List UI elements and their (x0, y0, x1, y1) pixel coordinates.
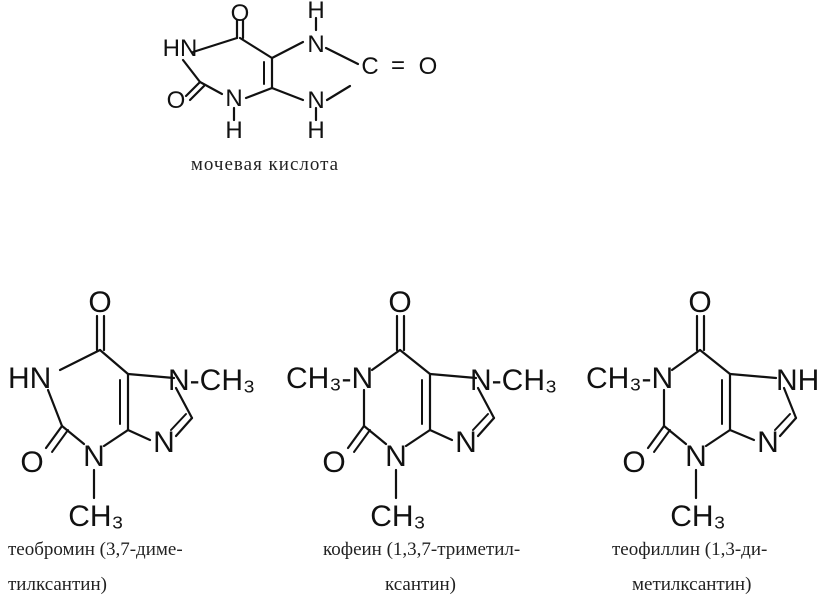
uric-n1-c6-bond (191, 36, 239, 54)
tp-caption-line1: теофиллин (1,3-ди- (612, 539, 767, 560)
cf-ch3-n1-label: CH₃-N (286, 362, 373, 395)
cf-c5-n7-bond (428, 372, 478, 380)
cf-n7-label: N-CH₃ (470, 364, 557, 397)
uric-o-right-label: O (419, 53, 438, 80)
uric-c2-o-bond-a (184, 80, 202, 98)
tp-c4-n3-bond (704, 428, 732, 448)
uric-c4-n9-bond (270, 86, 305, 102)
uric-h-top-label: H (307, 0, 324, 24)
uric-n3-c4-bond (244, 86, 274, 100)
tb-n7-c8-bond (174, 386, 194, 420)
caffeine-structure: O CH₃-N N-CH₃ O N N CH₃ кофеин (1,3,7-тр… (286, 286, 557, 595)
theobromine-structure: O HN N-CH₃ O N N CH₃ теобромин (3,7-диме… (8, 286, 255, 595)
tp-ch3-n1-label: CH₃-N (586, 362, 673, 395)
tb-c4-n3-bond (102, 428, 130, 448)
uric-c8-label: C (361, 53, 378, 80)
tp-ch3-bottom-label: CH₃ (670, 500, 726, 533)
uric-n7-c8-bond (324, 46, 360, 66)
uric-n3-label: N (225, 85, 242, 112)
tp-o-left-label: O (622, 446, 645, 479)
uric-c6-c5-bond (238, 36, 274, 60)
cf-n9-label: N (455, 426, 477, 459)
uric-acid-caption: мочевая кислота (191, 154, 339, 175)
uric-h-bottom-left-label: H (225, 117, 242, 144)
uric-n1-c2-bond (181, 58, 202, 84)
tb-c2-n3-bond (60, 424, 86, 446)
tb-n7-label: N-CH₃ (168, 364, 255, 397)
tp-n9-label: N (757, 426, 779, 459)
tb-n9-label: N (153, 426, 175, 459)
tp-c5-n7-bond (728, 372, 778, 380)
cf-c2-o-bond-a (346, 424, 366, 450)
cf-ch3-bottom-label: CH₃ (370, 500, 426, 533)
uric-hn-label: HN (163, 35, 198, 62)
tb-o-top-label: O (88, 286, 111, 319)
tb-caption-line1: теобромин (3,7-диме- (8, 539, 183, 560)
cf-c8-n9-bond-b (472, 413, 489, 431)
tp-o-top-label: O (688, 286, 711, 319)
cf-n7-c8-bond (476, 386, 496, 420)
cf-c2-o-bond-b (353, 429, 371, 453)
tp-n3-label: N (685, 440, 707, 473)
cf-n1-c6-bond (370, 348, 402, 372)
cf-o-left-label: O (322, 446, 345, 479)
tb-c8-n9-bond-b (170, 413, 187, 431)
uric-n9-c8-bond (325, 84, 352, 102)
cf-c8-n9-bond-a (476, 416, 496, 438)
uric-c2-o-bond-b (188, 84, 206, 102)
uric-n7-label: N (307, 31, 324, 58)
uric-n9-label: N (307, 87, 324, 114)
uric-o-left-label: O (167, 87, 186, 114)
cf-caption-line2: ксантин) (385, 574, 456, 595)
tb-c6-c5-bond (98, 348, 130, 376)
tb-c5-n7-bond (126, 372, 176, 380)
tb-n1-c2-bond (46, 388, 64, 428)
tp-c2-o-bond-b (653, 429, 671, 453)
cf-n3-label: N (385, 440, 407, 473)
theophylline-structure: O CH₃-N NH O N N CH₃ теофиллин (1,3-ди- … (586, 286, 819, 595)
tp-c4-n9-bond (728, 428, 756, 442)
tb-ch3-bottom-label: CH₃ (68, 500, 124, 533)
tb-c8-n9-bond-a (174, 416, 194, 438)
tp-c2-o-bond-a (646, 424, 666, 450)
tp-caption-line2: метилксантин) (632, 574, 751, 595)
uric-c5-n7-bond (270, 40, 305, 60)
tb-c2-o-bond-b (51, 429, 69, 453)
tb-n3-label: N (83, 440, 105, 473)
tb-c4-n9-bond (126, 428, 152, 442)
tb-o-left-label: O (20, 446, 43, 479)
uric-c2-n3-bond (198, 80, 224, 96)
tp-n1-c6-bond (670, 348, 702, 372)
tp-c6-c5-bond (698, 348, 732, 376)
tb-caption-line2: тилксантин) (8, 574, 107, 595)
cf-caption-line1: кофеин (1,3,7-триметил- (323, 539, 520, 560)
cf-c4-n9-bond (428, 428, 454, 442)
tb-c2-o-bond-a (44, 424, 64, 450)
uric-acid-structure: O H HN N C = O O N N H H мочевая кислота (163, 0, 438, 175)
cf-c6-c5-bond (398, 348, 432, 376)
tb-hn-label: HN (8, 362, 51, 395)
uric-eq-label: = (391, 52, 405, 79)
tp-c2-n3-bond (662, 424, 688, 446)
tp-n7-c8-bond (782, 386, 798, 420)
cf-o-top-label: O (388, 286, 411, 319)
tp-c8-n9-bond-b (774, 413, 791, 431)
uric-o-top-label: O (231, 0, 250, 27)
tb-n1-c6-bond (58, 348, 102, 372)
tp-c8-n9-bond-a (778, 416, 798, 438)
cf-c4-n3-bond (404, 428, 432, 448)
cf-c2-n3-bond (362, 424, 388, 446)
tp-nh-label: NH (776, 364, 819, 397)
uric-h-bottom-right-label: H (307, 117, 324, 144)
